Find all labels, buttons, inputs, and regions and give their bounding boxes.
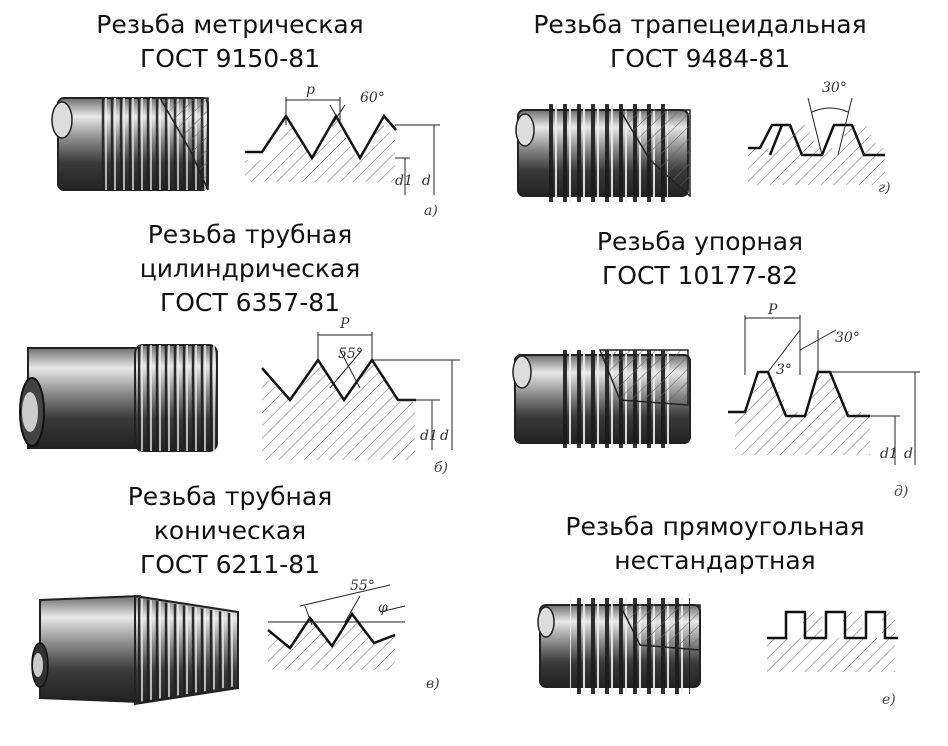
title-line: Резьба прямоугольная — [565, 512, 865, 541]
buttress-angle-label: 30° — [835, 330, 860, 346]
pipe-cylindrical-profile-drawing: P 55° d1 d б) — [261, 316, 460, 476]
title-rectangular: Резьба прямоугольная нестандартная — [555, 510, 875, 578]
pipe-conical-sublabel: в) — [426, 676, 440, 692]
pipe-conical-image — [31, 594, 239, 706]
title-line: Резьба упорная — [596, 227, 804, 256]
title-line: ГОСТ 10177-82 — [602, 261, 798, 290]
trapezoidal-angle-label: 30° — [822, 80, 847, 96]
title-line: Резьба трубная — [127, 482, 333, 511]
metric-bolt-image — [51, 97, 209, 191]
buttress-screw-image — [512, 349, 691, 448]
rectangular-profile-drawing: е) — [767, 610, 898, 708]
title-line: ГОСТ 9150-81 — [139, 44, 321, 73]
buttress-small-angle-label: 3° — [776, 362, 792, 378]
rectangular-screw-image — [537, 598, 701, 694]
title-line: ГОСТ 9484-81 — [609, 44, 791, 73]
pipe-cylindrical-d1-label: d1 — [420, 428, 438, 444]
pipe-cylindrical-d-label: d — [440, 428, 449, 444]
trapezoidal-profile-drawing: 30° г) — [748, 80, 891, 196]
title-line: Резьба трапецеидальная — [533, 10, 867, 39]
title-line: Резьба метрическая — [96, 10, 364, 39]
pipe-cylindrical-image — [19, 344, 218, 452]
title-line: Резьба трубная — [147, 220, 353, 249]
title-line: ГОСТ 6357-81 — [159, 288, 341, 317]
title-buttress: Резьба упорная ГОСТ 10177-82 — [560, 225, 840, 293]
title-pipe-conical: Резьба трубная коническая ГОСТ 6211-81 — [80, 480, 380, 582]
pipe-conical-angle-label: 55° — [350, 578, 375, 594]
title-metric: Резьба метрическая ГОСТ 9150-81 — [80, 8, 380, 76]
metric-pitch-label: p — [306, 82, 315, 98]
rectangular-sublabel: е) — [882, 692, 896, 708]
metric-d-label: d — [422, 173, 431, 189]
title-trapezoidal: Резьба трапецеидальная ГОСТ 9484-81 — [520, 8, 880, 76]
trapezoidal-screw-image — [515, 104, 691, 202]
metric-d1-label: d1 — [395, 173, 413, 189]
title-line: коническая — [153, 516, 307, 545]
title-line: ГОСТ 6211-81 — [139, 550, 321, 579]
buttress-profile-drawing: P 30° 3° d1 d д) — [728, 302, 920, 500]
pipe-cylindrical-sublabel: б) — [434, 460, 448, 476]
pipe-cylindrical-pitch-label: P — [339, 316, 350, 332]
metric-angle-label: 60° — [360, 90, 385, 106]
pipe-conical-phi-label: φ — [378, 600, 388, 616]
metric-profile-drawing: p 60° d1 d а) — [245, 82, 440, 219]
metric-sublabel: а) — [424, 203, 438, 219]
buttress-sublabel: д) — [894, 484, 908, 500]
title-line: нестандартная — [614, 546, 816, 575]
buttress-d-label: d — [904, 446, 913, 462]
pipe-conical-profile-drawing: 55° φ в) — [267, 578, 440, 692]
title-line: цилиндрическая — [139, 254, 361, 283]
title-pipe-cylindrical: Резьба трубная цилиндрическая ГОСТ 6357-… — [100, 218, 400, 320]
buttress-pitch-label: P — [767, 302, 778, 318]
buttress-d1-label: d1 — [880, 446, 898, 462]
trapezoidal-sublabel: г) — [878, 180, 891, 196]
pipe-cylindrical-angle-label: 55° — [338, 346, 363, 362]
